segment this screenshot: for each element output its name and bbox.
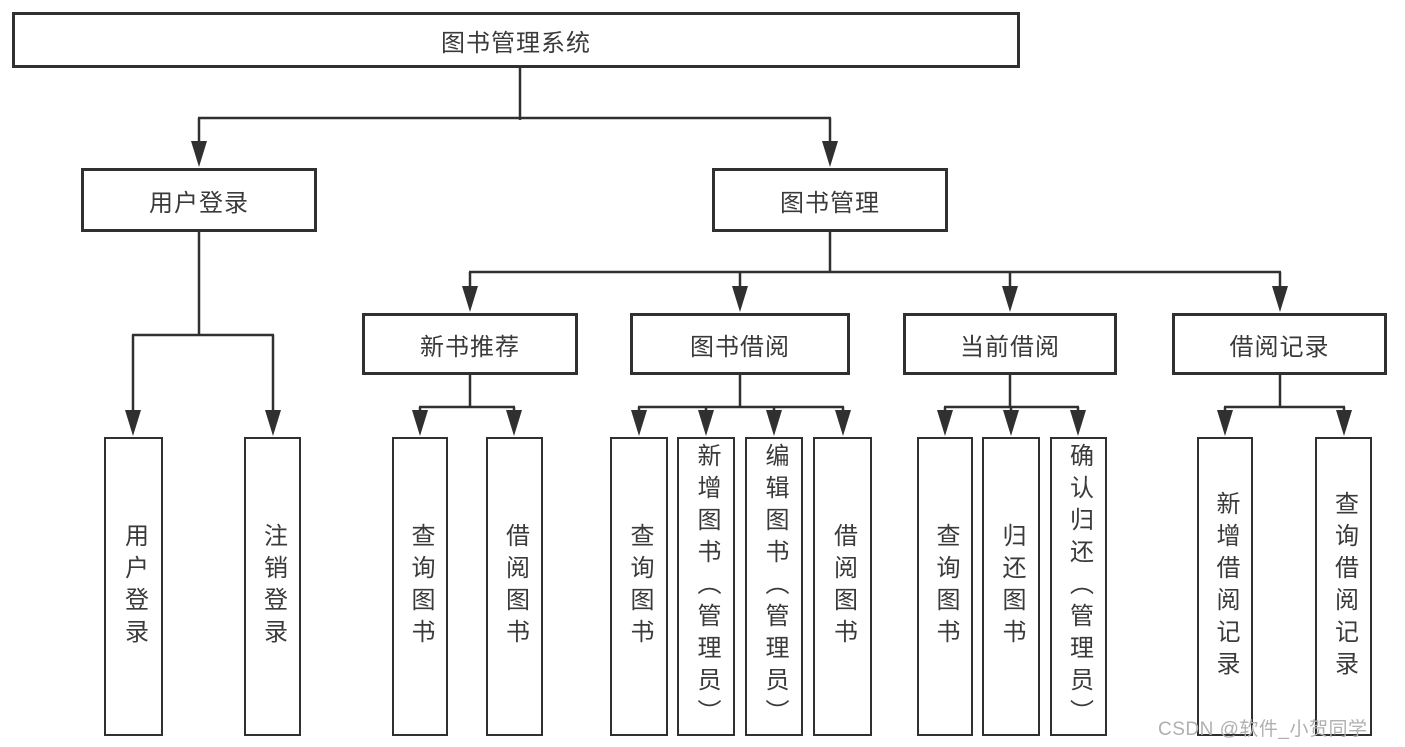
arrowheads	[125, 141, 1352, 436]
node-label: 查询图书	[626, 522, 653, 651]
node-label: 查询图书	[407, 522, 434, 651]
node-label: 查询借阅记录	[1330, 490, 1358, 683]
node-label: 图书管理	[780, 189, 880, 217]
node-label: 图书管理系统	[441, 29, 591, 57]
node-current-borrowing: 当前借阅	[903, 313, 1117, 375]
leaf-query-books-borrowing: 查询图书	[610, 437, 668, 736]
node-label: 借阅记录	[1229, 333, 1330, 361]
leaf-add-borrow-record: 新增借阅记录	[1197, 437, 1253, 736]
node-label: 新增借阅记录	[1212, 490, 1239, 683]
node-user-login: 用户登录	[81, 168, 317, 232]
node-label: 注销登录	[259, 522, 287, 651]
node-label: 新书推荐	[420, 333, 520, 361]
node-label: 编辑图书（管理员）	[761, 442, 788, 731]
leaf-add-book-admin: 新增图书（管理员）	[677, 437, 735, 736]
node-label: 确认归还（管理员）	[1065, 442, 1093, 731]
node-borrowing-records: 借阅记录	[1172, 313, 1387, 375]
leaf-query-books-recommend: 查询图书	[392, 437, 448, 736]
node-label: 归还图书	[998, 522, 1025, 651]
node-book-management: 图书管理	[712, 168, 948, 232]
node-label: 借阅图书	[501, 522, 529, 651]
leaf-edit-book-admin: 编辑图书（管理员）	[745, 437, 803, 736]
node-label: 借阅图书	[829, 522, 857, 651]
leaf-query-books-current: 查询图书	[917, 437, 973, 736]
leaf-return-book: 归还图书	[982, 437, 1040, 736]
node-label: 图书借阅	[690, 333, 790, 361]
node-label: 用户登录	[149, 189, 249, 217]
tree-edges	[131, 68, 1346, 413]
leaf-user-login: 用户登录	[104, 437, 163, 736]
node-label: 查询图书	[932, 522, 959, 651]
leaf-query-borrow-record: 查询借阅记录	[1315, 437, 1372, 736]
leaf-logout: 注销登录	[244, 437, 301, 736]
csdn-watermark: CSDN @软件_小贺同学	[1158, 719, 1368, 740]
node-new-book-recommend: 新书推荐	[362, 313, 578, 375]
node-library-system: 图书管理系统	[12, 12, 1020, 68]
leaf-confirm-return-admin: 确认归还（管理员）	[1050, 437, 1107, 736]
node-label: 当前借阅	[960, 333, 1060, 361]
leaf-borrow-books-recommend: 借阅图书	[486, 437, 543, 736]
node-book-borrowing: 图书借阅	[630, 313, 850, 375]
node-label: 新增图书（管理员）	[693, 442, 720, 731]
node-label: 用户登录	[120, 522, 148, 651]
leaf-borrow-books-borrowing: 借阅图书	[813, 437, 872, 736]
